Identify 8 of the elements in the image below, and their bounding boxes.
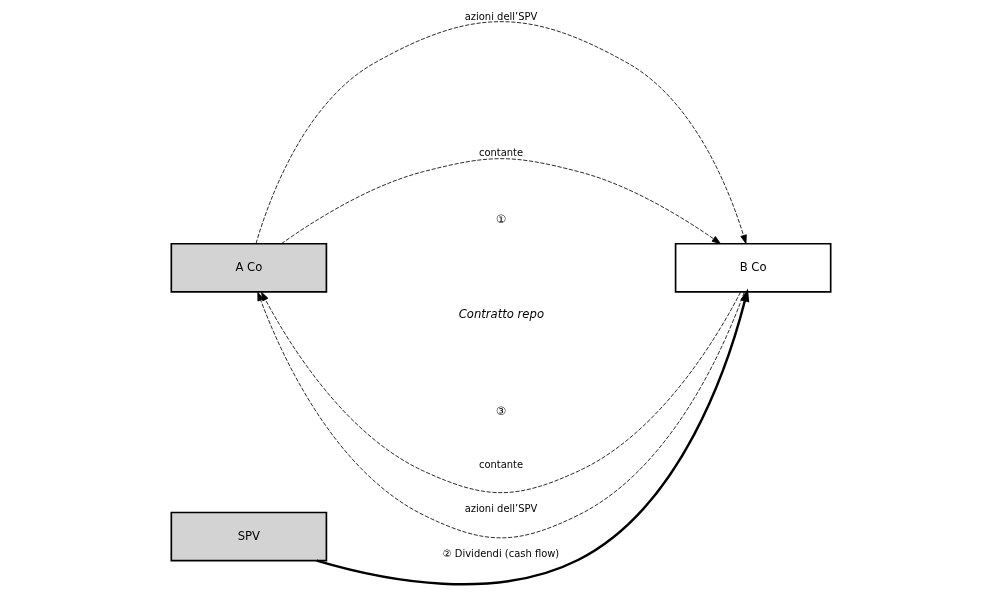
edge-label: contante bbox=[478, 147, 523, 159]
edge-label: azioni dell’SPV bbox=[464, 503, 537, 515]
edge-label: ② Dividendi (cash flow) bbox=[442, 547, 559, 559]
edge-label: contante bbox=[478, 459, 523, 471]
label: ③ bbox=[495, 404, 506, 419]
label: ① bbox=[495, 211, 506, 226]
edge-label: azioni dell’SPV bbox=[464, 10, 537, 22]
label: Contratto repo bbox=[458, 307, 544, 322]
